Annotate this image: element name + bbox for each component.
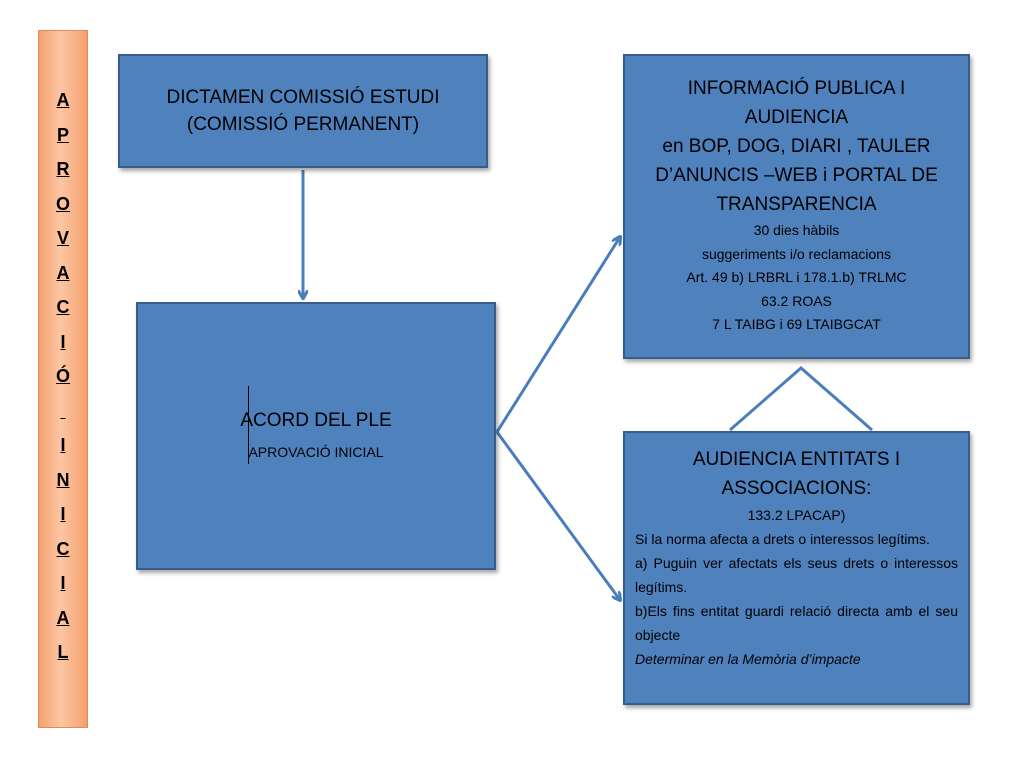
info-title-line: en BOP, DOG, DIARI , TAULER [662, 136, 931, 157]
info-title-line: TRANSPARENCIA [716, 194, 877, 215]
dictamen-box: DICTAMEN COMISSIÓ ESTUDI (COMISSIÓ PERMA… [118, 54, 488, 168]
arrow-acord-to-informacio [495, 237, 620, 433]
acord-title: ACORD DEL PLE [240, 410, 392, 431]
dictamen-line-2: (COMISSIÓ PERMANENT) [186, 114, 420, 135]
info-detail-line: 63.2 ROAS [761, 292, 832, 309]
acord-ple-box: ACORD DEL PLE APROVACIÓ INICIAL [136, 302, 496, 570]
info-detail-line: 7 L TAIBG i 69 LTAIBGCAT [712, 316, 881, 332]
approval-sidebar: A P R O V A C I Ó I N I C I A L [38, 30, 88, 728]
audiencia-entitats-box: AUDIENCIA ENTITATS I ASSOCIACIONS: 133.2… [623, 431, 970, 705]
info-detail-line: suggeriments i/o reclamacions [701, 245, 892, 262]
audiencia-paragraph: a) Puguin ver afectats els seus drets o … [635, 555, 958, 595]
info-detail-line: Art. 49 b) LRBRL i 178.1.b) TRLMC [686, 269, 907, 285]
informacio-publica-box: INFORMACIÓ PUBLICA I AUDIENCIA en BOP, D… [623, 54, 970, 359]
sidebar-label: A P R O V A C I Ó I N I C I A L [55, 90, 70, 662]
acord-subtitle: APROVACIÓ INICIAL [248, 444, 384, 460]
audiencia-paragraph: b)Els fins entitat guardi relació direct… [635, 603, 958, 643]
info-detail-line: 30 dies hàbils [753, 222, 840, 238]
audiencia-note: Determinar en la Memòria d’impacte [635, 651, 861, 667]
info-title-line: D’ANUNCIS –WEB i PORTAL DE [655, 165, 938, 186]
text-cursor [248, 386, 249, 464]
connector-informacio-audiencia [729, 366, 873, 432]
audiencia-ref: 133.2 LPACAP) [747, 507, 846, 523]
info-title-line: AUDIENCIA [744, 107, 849, 128]
audiencia-title-line: ASSOCIACIONS: [721, 478, 872, 499]
audiencia-paragraph: Si la norma afecta a drets o interessos … [635, 531, 930, 547]
dictamen-line-1: DICTAMEN COMISSIÓ ESTUDI [166, 87, 440, 108]
arrow-acord-to-audiencia [495, 431, 620, 600]
audiencia-title-line: AUDIENCIA ENTITATS I [692, 449, 901, 470]
info-title-line: INFORMACIÓ PUBLICA I [687, 78, 906, 99]
